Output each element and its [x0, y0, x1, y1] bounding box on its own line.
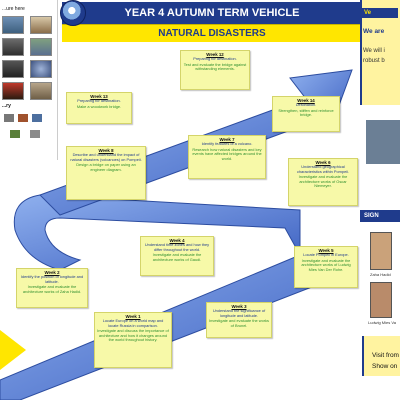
disaster-photo-6	[30, 60, 52, 78]
week-objective: Understand the significance of longitude…	[212, 308, 266, 318]
week-note: Week 14 Destination. Strengthen, stiffen…	[272, 96, 340, 132]
week-note: Week 7 Identify features of a volcano. R…	[188, 135, 266, 179]
week-note: Week 2 Identify the position of longitud…	[16, 268, 88, 308]
week-note: Week 4 Understand time zones and how the…	[140, 236, 214, 276]
week-number: Week 4	[169, 238, 185, 243]
week-objective: Preparing for destination.	[193, 56, 237, 61]
disaster-photo-3	[2, 38, 24, 56]
week-objective: Identify features of a volcano.	[201, 141, 253, 146]
start-marker	[0, 330, 26, 370]
week-note: Week 5 Locate Pompeii in Europe. Investi…	[294, 246, 358, 288]
week-objective: Locate Pompeii in Europe.	[303, 252, 349, 257]
school-logo	[60, 0, 86, 26]
disaster-photo-5	[2, 60, 24, 78]
week-activity: Investigate and evaluate the architectur…	[22, 284, 82, 294]
week-activity: Design a bridge on paper using an engine…	[76, 162, 136, 172]
week-objective: Understand time zones and how they diffe…	[144, 242, 210, 252]
week-number: Week 2	[44, 270, 60, 275]
week-objective: Preparing for destination.	[77, 98, 121, 103]
vocab-icon-1	[4, 114, 14, 122]
week-number: Week 1	[125, 314, 141, 319]
architect-photo-1	[370, 232, 392, 270]
week-objective: Describe and understand the impact of na…	[70, 152, 142, 162]
everest-book-image	[366, 120, 400, 164]
architect-name-2: Ludwig Mies Va	[368, 320, 396, 325]
disaster-photo-8	[30, 82, 52, 100]
week-number: Week 7	[219, 137, 235, 142]
vocab-icon-4	[10, 130, 20, 138]
week-number: Week 5	[318, 248, 334, 253]
vocab-icon-3	[32, 114, 42, 122]
week-number: Week 13	[90, 94, 108, 99]
vehicle-panel-line-3: robust b	[363, 58, 385, 64]
week-note: Week 13 Preparing for destination. Make …	[66, 92, 132, 124]
week-objective: Locate Europe on a world map and locate …	[102, 318, 164, 328]
week-activity: Investigate and discuss the importance o…	[97, 328, 169, 343]
architect-photo-2	[370, 282, 392, 318]
visit-panel	[362, 336, 400, 376]
week-note: Week 8 Describe and understand the impac…	[66, 146, 146, 200]
disaster-photo-4	[30, 38, 52, 56]
week-activity: Investigate and evaluate the architectur…	[301, 257, 351, 272]
vocab-icon-5	[30, 130, 40, 138]
week-number: Week 6	[315, 160, 331, 165]
volcano-photo	[2, 82, 24, 100]
week-activity: Investigate and evaluate the architectur…	[298, 174, 348, 189]
page-title: YEAR 4 AUTUMN TERM VEHICLE	[62, 2, 362, 24]
week-number: Week 8	[98, 148, 114, 153]
week-note: Week 12 Preparing for destination. Test …	[180, 50, 250, 90]
week-activity: Investigate and evaluate the architectur…	[152, 252, 202, 262]
week-note: Week 3 Understand the significance of lo…	[206, 302, 272, 338]
disaster-photo-1	[2, 16, 24, 34]
visit-line-2: Show on	[372, 363, 398, 370]
week-objective: Understand geographical characteristics …	[296, 164, 350, 174]
vehicle-panel-line-1: We are	[363, 28, 385, 35]
vehicle-panel-line-2: We will i	[363, 48, 385, 54]
architect-name-1: Zaha Hadid	[370, 272, 391, 277]
week-number: Week 12	[206, 52, 224, 57]
vocab-icon-2	[18, 114, 28, 122]
week-objective: Destination.	[295, 102, 317, 107]
week-note: Week 1 Locate Europe on a world map and …	[94, 312, 172, 368]
week-activity: Investigate and evaluate the works of Br…	[209, 318, 269, 328]
visit-line-1: Visit from	[372, 352, 399, 359]
vocabulary-label: ...ry	[2, 103, 11, 109]
left-image-panel: ...ure here ...ry	[0, 0, 58, 160]
week-activity: Test and evaluate the bridge against wit…	[183, 61, 247, 72]
week-note: Week 6 Understand geographical character…	[288, 158, 358, 206]
week-activity: Research how natural disasters and key e…	[192, 146, 262, 161]
vehicle-panel-title: Ve	[362, 8, 398, 18]
week-number: Week 3	[231, 304, 247, 309]
disaster-photo-2	[30, 16, 52, 34]
left-panel-title: ...ure here	[2, 6, 25, 12]
signatures-heading: SIGN	[360, 210, 400, 222]
topic-subtitle: NATURAL DISASTERS	[62, 24, 362, 42]
week-number: Week 14	[297, 98, 315, 103]
week-activity: Strengthen, stiffen and reinforce bridge…	[278, 107, 334, 118]
week-activity: Make a woodwork bridge.	[76, 103, 122, 109]
week-objective: Identify the position of longitude and l…	[20, 274, 84, 284]
